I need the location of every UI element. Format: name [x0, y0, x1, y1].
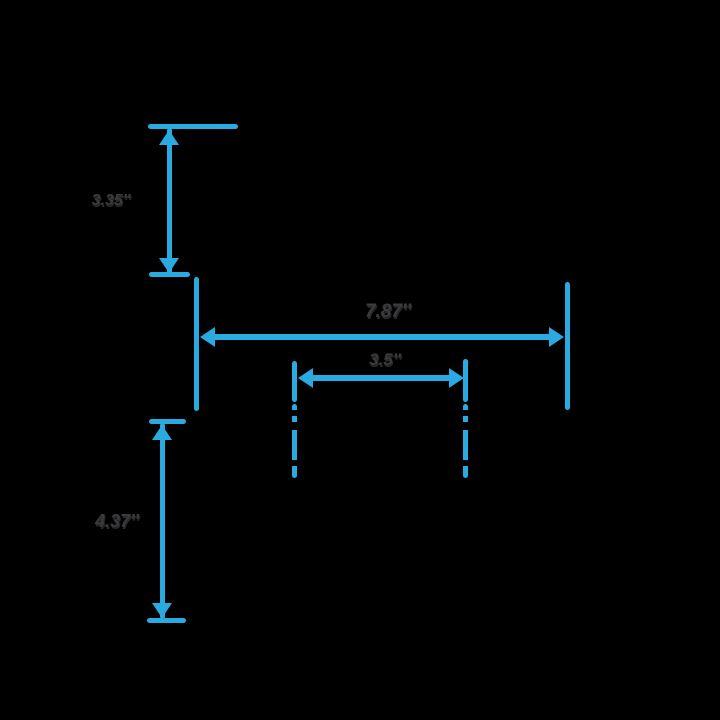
- dimension-label: 3.35″: [91, 192, 131, 209]
- arrow-left-icon: [200, 327, 215, 347]
- dimension-label: 3.5″: [369, 350, 401, 369]
- extension-line-top: [149, 419, 186, 424]
- arrow-down-icon: [159, 258, 179, 273]
- extension-line-right-solid: [463, 359, 468, 402]
- arrow-right-icon: [549, 327, 564, 347]
- dimension-line-vertical: [160, 423, 165, 619]
- extension-line-right-dashed: [463, 404, 468, 478]
- arrow-left-icon: [298, 368, 313, 388]
- arrow-up-icon: [159, 130, 179, 145]
- arrow-down-icon: [152, 603, 172, 618]
- extension-line-left: [194, 277, 199, 411]
- extension-line-bottom: [149, 272, 190, 277]
- extension-line-left-dashed: [292, 404, 297, 478]
- arrow-up-icon: [152, 425, 172, 440]
- dimension-line-vertical: [167, 128, 172, 276]
- dimension-label: 4.37″: [95, 511, 139, 531]
- extension-line-right: [565, 282, 570, 410]
- extension-line-bottom: [147, 618, 186, 623]
- extension-line-left-solid: [292, 361, 297, 402]
- dimension-line-horizontal: [208, 334, 556, 340]
- dimension-line-horizontal: [306, 375, 456, 381]
- extension-line-top: [148, 124, 238, 129]
- dimension-label: 7.87″: [364, 301, 412, 322]
- arrow-right-icon: [449, 368, 464, 388]
